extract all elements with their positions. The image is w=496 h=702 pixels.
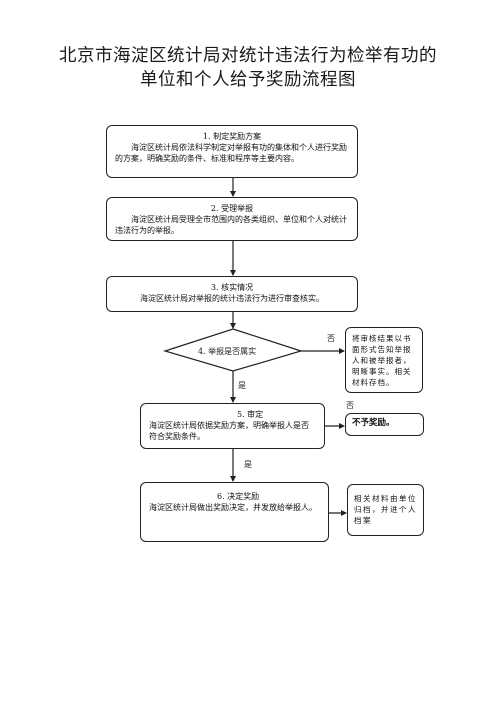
step-5-heading: 5. 审定: [237, 410, 264, 419]
step-1-text: 海淀区统计局依法科学制定对举报有功的集体和个人进行奖励的方案，明确奖励的条件、标…: [115, 143, 347, 163]
chart-title-line-1: 北京市海淀区统计局对统计违法行为检举有功的: [59, 46, 437, 66]
archive-box: 相关材料由单位归档，并进个人档案: [347, 484, 424, 536]
step-3-box: 3. 核实情况 海淀区统计局对举报的统计违法行为进行审查核实。: [106, 276, 358, 312]
step-5-text: 海淀区统计局依据奖励方案，明确举报人是否符合奖励条件。: [149, 421, 309, 441]
step-1-box: 1. 制定奖励方案 海淀区统计局依法科学制定对举报有功的集体和个人进行奖励的方案…: [106, 125, 358, 178]
step-2-box: 2. 受理举报 海淀区统计局受理全市范围内的各类组织、单位和个人对统计违法行为的…: [106, 197, 358, 241]
step-3-text: 海淀区统计局对举报的统计违法行为进行审查核实。: [140, 294, 324, 303]
step-6-text: 海淀区统计局做出奖励决定，并发放给举报人。: [149, 503, 317, 512]
no-label-1: 否: [327, 334, 335, 343]
no-label-2: 否: [346, 401, 354, 410]
archive-text: 相关材料由单位归档，并进个人档案: [354, 494, 417, 525]
step-6-heading: 6. 决定奖励: [217, 492, 260, 501]
yes-label-2: 是: [244, 460, 252, 469]
decision-diamond: [162, 328, 304, 372]
step-6-box: 6. 决定奖励 海淀区统计局做出奖励决定，并发放给举报人。: [140, 482, 329, 542]
step-2-text: 海淀区统计局受理全市范围内的各类组织、单位和个人对统计违法行为的举报。: [115, 215, 347, 235]
decision-label: 4. 举报是否属实: [198, 347, 257, 356]
step-3-heading: 3. 核实情况: [210, 283, 254, 292]
notify-box: 将审核结果以书面形式告知举报人和被举报者，明晰事实。相关材料存档。: [345, 327, 423, 393]
yes-label-1: 是: [238, 381, 246, 390]
no-reward-box: 不予奖励。: [345, 413, 424, 436]
step-2-heading: 2. 受理举报: [210, 204, 254, 213]
notify-text: 将审核结果以书面形式告知举报人和被举报者，明晰事实。相关材料存档。: [352, 334, 412, 387]
no-reward-text: 不予奖励。: [352, 418, 395, 428]
step-1-heading: 1. 制定奖励方案: [202, 132, 262, 141]
step-5-box: 5. 审定 海淀区统计局依据奖励方案，明确举报人是否符合奖励条件。: [140, 403, 325, 449]
chart-title-line-2: 单位和个人给予奖励流程图: [140, 70, 356, 90]
